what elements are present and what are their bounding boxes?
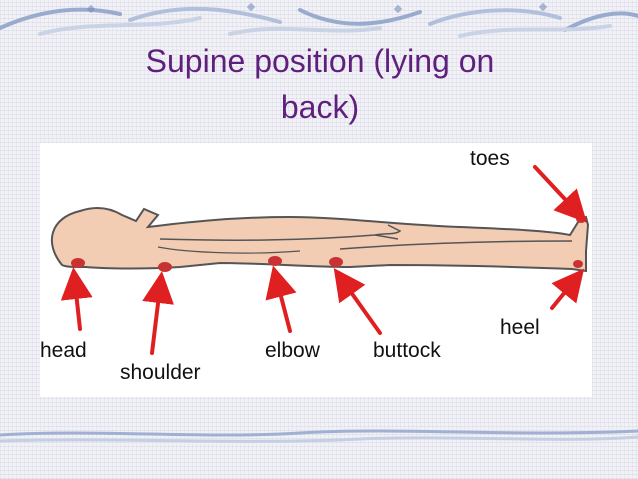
arrow-buttock [333, 267, 382, 335]
slide-title: Supine position (lying on back) [60, 38, 580, 130]
label-buttock: buttock [373, 339, 441, 362]
title-line-1: Supine position (lying on [145, 43, 495, 79]
pressure-point-buttock [329, 257, 343, 267]
body-silhouette [50, 207, 590, 273]
pressure-point-toes [576, 215, 586, 223]
pressure-point-heel [573, 260, 583, 268]
arrow-toes [533, 165, 587, 223]
torso-line [157, 246, 301, 254]
arrow-head [60, 267, 93, 331]
arrow-shoulder [142, 271, 174, 355]
title-line-2: back) [280, 89, 360, 125]
label-toes: toes [470, 147, 510, 170]
pressure-point-head [71, 258, 85, 268]
arrow-heel [550, 268, 585, 310]
label-head: head [40, 339, 87, 362]
pressure-point-shoulder [158, 262, 172, 272]
bottom-decoration [0, 429, 638, 443]
arrow-elbow [265, 265, 297, 333]
diagram-panel: toes head shoulder elbow buttock heel [40, 143, 592, 397]
arm-line [159, 224, 402, 241]
label-heel: heel [500, 316, 540, 339]
pressure-point-elbow [268, 256, 282, 266]
body-diagram [50, 165, 590, 355]
top-decoration [0, 2, 638, 38]
leg-line [339, 240, 573, 250]
label-elbow: elbow [265, 339, 320, 362]
label-shoulder: shoulder [120, 361, 201, 384]
